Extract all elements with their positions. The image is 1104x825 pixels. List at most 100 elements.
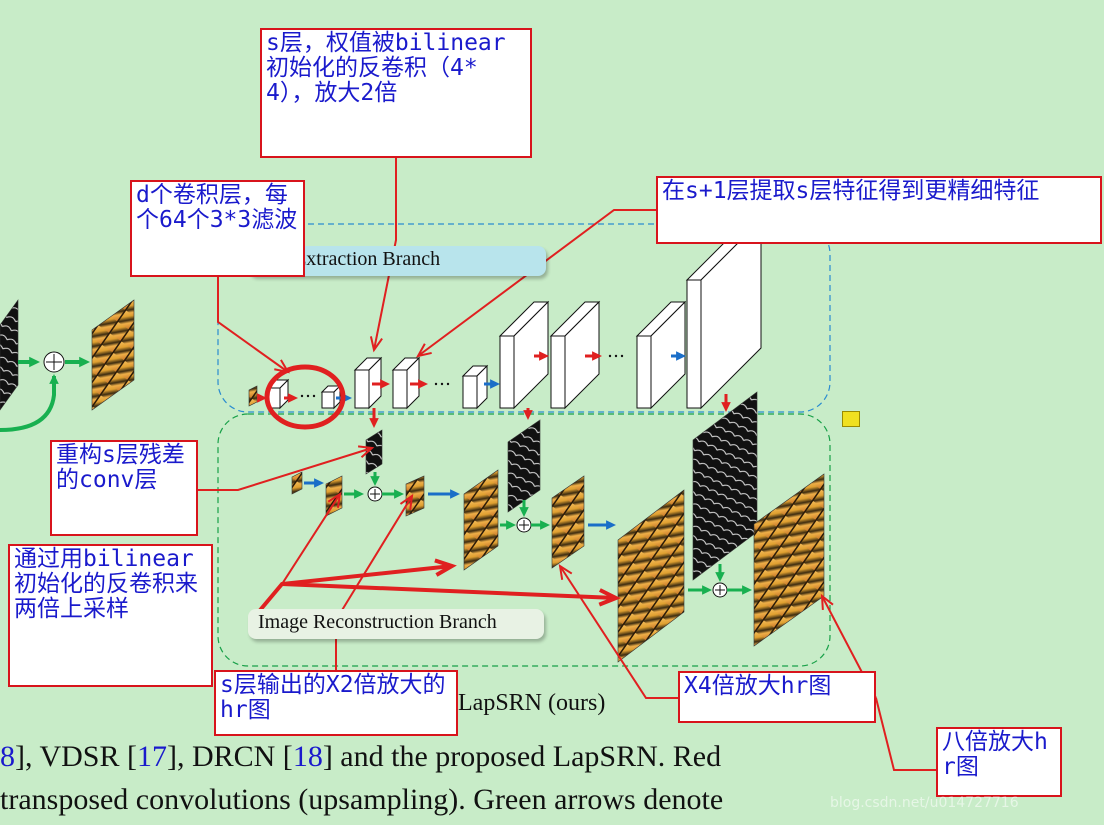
red-arrow [372, 379, 390, 389]
leader-line [559, 565, 678, 699]
green-arrow [688, 585, 712, 595]
conv-block [635, 300, 687, 410]
caption-reference-link[interactable]: 17 [136, 740, 167, 773]
leader-line [281, 582, 617, 600]
green-skip-path [0, 376, 56, 432]
annotation-deconv-init: s层，权值被bilinear初始化的反卷积（4*4），放大2倍 [260, 28, 532, 158]
caption-text: ], VDSR [ [15, 740, 137, 773]
annotation-x8-output: 八倍放大hr图 [936, 727, 1062, 797]
block-front [321, 391, 335, 409]
caption-text: ], DRCN [ [166, 740, 293, 773]
blue-arrow [304, 478, 324, 488]
leader-bilinear-2 [281, 582, 621, 607]
conv-block [549, 300, 601, 410]
red-arrow [721, 394, 731, 412]
arrow-head [742, 585, 752, 595]
green-arrow [344, 489, 364, 499]
ellipsis [608, 354, 624, 358]
block-front [354, 369, 370, 409]
butterfly-image-left [91, 299, 135, 411]
arrow-head [721, 402, 731, 412]
dot [300, 394, 304, 398]
blue-arrow [428, 489, 460, 499]
leader-line [417, 209, 656, 357]
leader-residual-conv [198, 445, 375, 491]
dot [446, 382, 450, 386]
butterfly-x8-upsampled [617, 489, 685, 663]
leader-conv-layers [217, 277, 290, 374]
block-front [686, 279, 702, 409]
arrow-head [354, 489, 364, 499]
leader-line [255, 493, 341, 616]
green-arrow [727, 585, 752, 595]
arrow-head [257, 393, 267, 403]
block-front [499, 335, 515, 409]
arrow-head [450, 489, 460, 499]
arrow-head [29, 356, 40, 368]
comment-note-icon[interactable] [842, 411, 860, 427]
conv-block [461, 364, 489, 410]
green-arrow [715, 564, 725, 582]
leader-x2-output [335, 493, 414, 670]
feature-branch-outline [217, 223, 831, 413]
reconstruction-branch-outline [217, 413, 831, 667]
leader-bilinear-3 [255, 491, 342, 616]
block-front [550, 335, 566, 409]
diagram-title: LapSRN (ours) [458, 690, 606, 716]
edge-image-left [0, 299, 19, 411]
butterfly-lr-input [248, 385, 258, 407]
sum-node-x8 [712, 582, 728, 598]
leader-head [357, 445, 375, 459]
leader-x4-output [558, 563, 678, 699]
dot [312, 394, 316, 398]
sum-node-x2 [367, 486, 383, 502]
image-reconstruction-branch-label: Image Reconstruction Branch [248, 609, 544, 639]
leader-head [434, 558, 457, 577]
red-arrow [284, 393, 298, 403]
leader-line [335, 495, 413, 670]
conv-block [685, 218, 763, 410]
arrow-head [539, 351, 549, 361]
sum-node-x4 [516, 517, 532, 533]
annotation-x4-output: X4倍放大hr图 [678, 671, 876, 723]
arrow-head [540, 520, 550, 530]
arrow-head [702, 585, 712, 595]
dot [620, 354, 624, 358]
block-front [392, 369, 408, 409]
arrow-head [592, 351, 602, 361]
arrow-head [490, 379, 500, 389]
block-front [462, 375, 478, 409]
leader-head [598, 588, 621, 607]
dot [614, 354, 618, 358]
leader-head [558, 563, 573, 580]
butterfly-lr [291, 471, 303, 495]
arrow-head [314, 478, 324, 488]
leader-head [369, 336, 383, 353]
caption-reference-link[interactable]: 18 [292, 740, 323, 773]
leader-head [399, 493, 414, 511]
butterfly-x2-output [405, 475, 425, 517]
dot [440, 382, 444, 386]
red-arrow [523, 408, 533, 420]
annotation-finer-features: 在s+1层提取s层特征得到更精细特征 [656, 176, 1102, 244]
caption-line-1: 8], VDSR [17], DRCN [18] and the propose… [0, 740, 721, 774]
ellipsis [434, 382, 450, 386]
dot [434, 382, 438, 386]
watermark: blog.csdn.net/u014727716 [830, 795, 1019, 811]
dot [306, 394, 310, 398]
conv-block [498, 300, 550, 410]
leader-finer-features [416, 209, 656, 358]
blue-arrow [671, 351, 686, 361]
arrow-head [370, 476, 380, 486]
blue-arrow [484, 379, 500, 389]
leader-head [274, 359, 290, 374]
arrow-head [288, 393, 298, 403]
caption-text: ] and the proposed LapSRN. Red [322, 740, 722, 773]
butterfly-x4-upsampled [463, 469, 499, 571]
green-arrow [18, 356, 40, 368]
sum-node-left [43, 351, 65, 373]
caption-reference-link[interactable]: 8 [0, 740, 15, 773]
leader-line [198, 447, 373, 491]
